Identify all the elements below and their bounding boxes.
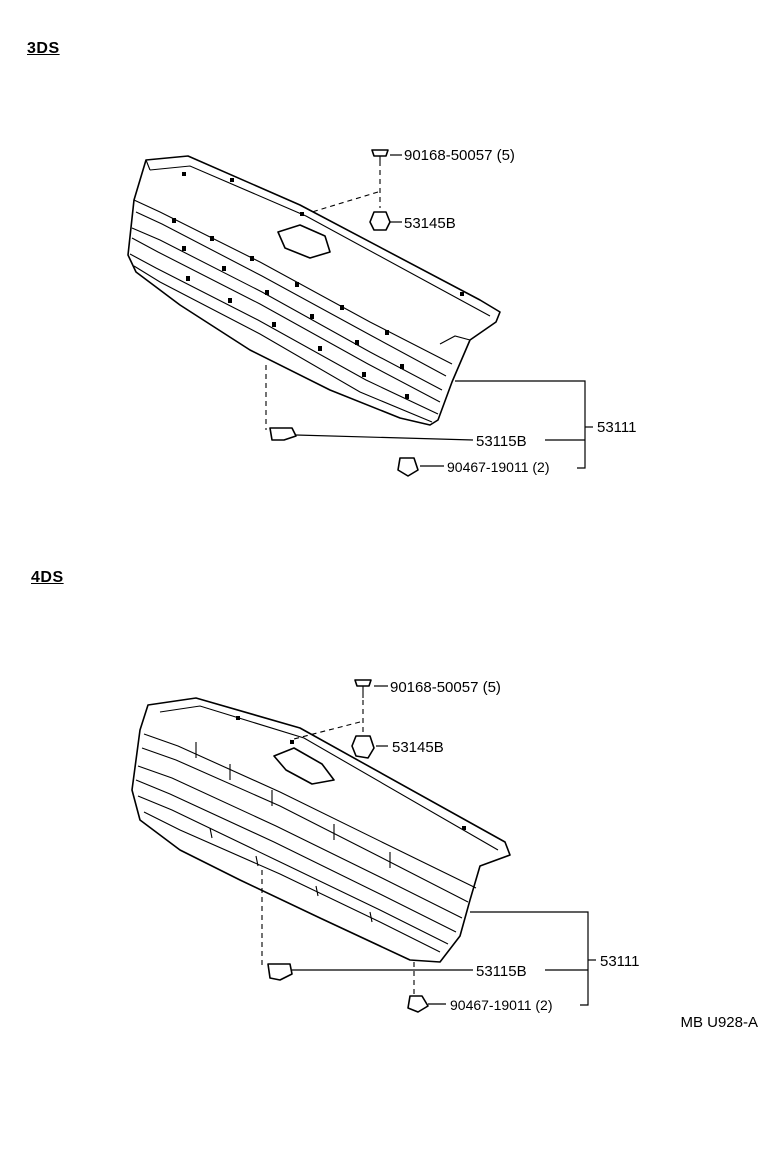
callout-screw-4ds: 90168-50057 (5) <box>390 679 501 696</box>
clip-lower-icon-4ds <box>267 963 293 981</box>
callout-assembly-3ds: 53111 <box>597 419 637 436</box>
callout-assembly-4ds: 53111 <box>600 953 640 970</box>
callout-clip-lower-3ds: 53115B <box>476 433 527 450</box>
nut-icon-3ds <box>397 457 419 477</box>
nut-icon-4ds <box>407 995 429 1013</box>
callout-nut-4ds: 90467-19011 (2) <box>450 997 552 1013</box>
callout-clip-upper-3ds: 53145B <box>404 215 456 232</box>
clip-upper-icon-4ds <box>351 735 375 759</box>
reference-code: MB U928-A <box>680 1014 758 1031</box>
screw-icon-4ds <box>354 679 372 687</box>
clip-lower-icon-3ds <box>269 427 297 441</box>
clip-upper-icon-3ds <box>369 211 391 231</box>
grille-3ds <box>127 149 593 477</box>
callout-clip-upper-4ds: 53145B <box>392 739 444 756</box>
section-label-4ds: 4DS <box>31 569 64 586</box>
grille-4ds <box>131 679 596 1013</box>
callout-nut-3ds: 90467-19011 (2) <box>447 459 549 475</box>
section-label-3ds: 3DS <box>27 40 60 57</box>
callout-screw-3ds: 90168-50057 (5) <box>404 147 515 164</box>
callout-clip-lower-4ds: 53115B <box>476 963 527 980</box>
screw-icon-3ds <box>371 149 389 157</box>
